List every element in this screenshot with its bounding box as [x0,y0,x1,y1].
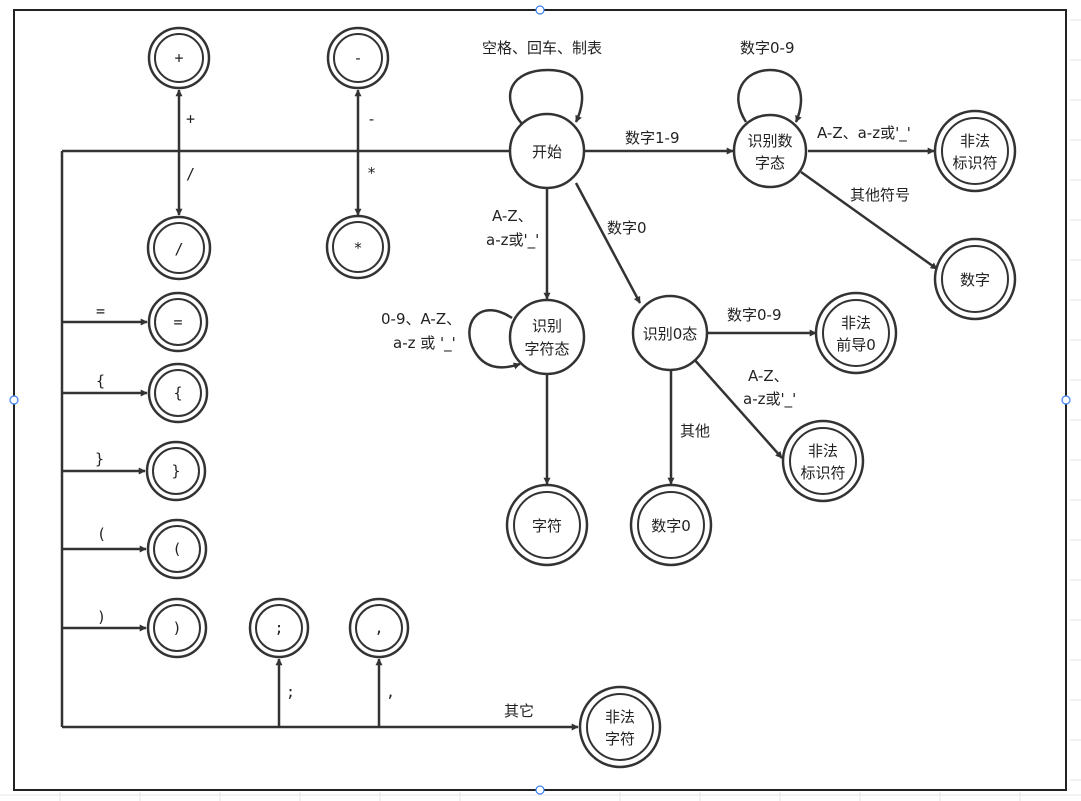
state-rbrace-label: } [171,462,180,480]
state-illegal-id-2[interactable] [781,419,865,503]
edge-label-whitespace: 空格、回车、制表 [482,39,602,57]
state-slash[interactable] [146,215,212,281]
state-star-label: * [353,239,362,257]
loop-ident [468,309,521,370]
state-eq[interactable] [147,291,209,353]
edge-label-star: * [367,164,376,182]
state-lparen-label: ( [172,540,181,558]
edge-label-ident-loop-2: a-z 或 '_' [393,334,456,353]
state-illegal-char[interactable] [578,685,662,769]
loop-start [508,68,584,125]
state-semi[interactable] [248,597,310,659]
state-char[interactable] [505,483,589,567]
edge-label-eq: = [96,302,105,320]
state-zero[interactable] [631,294,709,372]
state-semi-label: ; [274,619,283,637]
state-plus-label: + [174,49,183,67]
state-ident-label-2: 字符态 [524,340,569,358]
state-slash-label: / [174,240,183,258]
state-digit0[interactable] [629,483,713,567]
state-digit0-label: 数字0 [651,517,691,535]
edge-label-plus: + [186,110,195,128]
state-illegal-lead-label-2: 前导0 [836,336,876,354]
edge-label-semi: ; [286,683,295,701]
edge-label-zero-digits: 数字0-9 [727,306,782,324]
loop-number [737,68,803,123]
resize-handle-top[interactable] [535,5,545,15]
state-rbrace[interactable] [145,440,207,502]
state-eq-label: = [173,313,182,331]
state-illegal-id-1-label-2: 标识符 [952,154,997,172]
edge-label-lbrace: { [96,372,105,390]
state-illegal-id-2-label-1: 非法 [808,442,838,460]
edge-label-zero-az-2: a-z或'_' [743,390,796,409]
edge-label-ident-loop-1: 0-9、A-Z、 [381,310,461,328]
state-plus[interactable] [147,26,211,90]
state-illegal-id-1[interactable] [933,109,1017,193]
state-illegal-id-2-label-2: 标识符 [800,464,845,482]
state-digit-label: 数字 [960,271,990,289]
state-ident-label-1: 识别 [532,317,562,335]
edge-label-zero-other: 其他 [680,422,710,440]
edge-label-num-to-illegal-id: A-Z、a-z或'_' [817,124,911,143]
state-lparen[interactable] [146,518,208,580]
state-rparen[interactable] [146,597,208,659]
resize-handles[interactable] [9,5,1071,795]
resize-handle-left[interactable] [9,395,19,405]
state-start[interactable] [508,112,586,190]
edge-label-digit0: 数字0 [607,219,647,237]
edge-label-num-1-9: 数字1-9 [625,129,680,147]
edge-label-zero-az-1: A-Z、 [748,367,789,385]
state-illegal-id-1-label-1: 非法 [960,132,990,150]
edge-label-slash: / [186,165,195,183]
edge-label-other: 其它 [504,702,534,720]
edge-label-other-symbol: 其他符号 [850,186,910,204]
resize-handle-right[interactable] [1061,395,1071,405]
edge-label-comma: , [386,683,395,701]
state-zero-label: 识别0态 [643,325,698,343]
state-number-label-2: 字态 [755,154,785,172]
state-minus[interactable] [326,26,390,90]
state-comma-label: , [374,619,383,637]
edge-num-to-digit [800,170,938,271]
resize-handle-bottom[interactable] [535,785,545,795]
state-rparen-label: ) [172,619,181,637]
state-number[interactable] [732,113,808,189]
edge-label-az-2: a-z或'_' [486,231,539,250]
state-char-label: 字符 [532,517,562,535]
background-grid [0,19,1081,801]
state-start-label: 开始 [532,143,562,161]
state-illegal-char-label-1: 非法 [605,708,635,726]
edge-label-num-loop: 数字0-9 [740,39,795,57]
state-minus-label: - [353,49,362,67]
edge-label-rbrace: } [95,450,104,468]
edge-label-az-1: A-Z、 [492,207,533,225]
state-illegal-lead-label-1: 非法 [841,314,871,332]
edge-zero-to-illegal-id [692,357,783,459]
state-illegal-char-label-2: 字符 [605,730,635,748]
state-ident[interactable] [508,298,586,376]
state-number-label-1: 识别数 [747,132,792,150]
state-lbrace[interactable] [147,362,209,424]
state-lbrace-label: { [173,384,182,402]
edge-start-to-zero [574,182,642,304]
state-star[interactable] [325,214,391,280]
edge-label-lparen: ( [97,525,106,543]
state-digit[interactable] [933,237,1017,321]
state-comma[interactable] [348,597,410,659]
state-illegal-lead[interactable] [814,291,898,375]
edge-label-rparen: ) [97,608,106,626]
edge-label-minus: - [367,110,376,128]
